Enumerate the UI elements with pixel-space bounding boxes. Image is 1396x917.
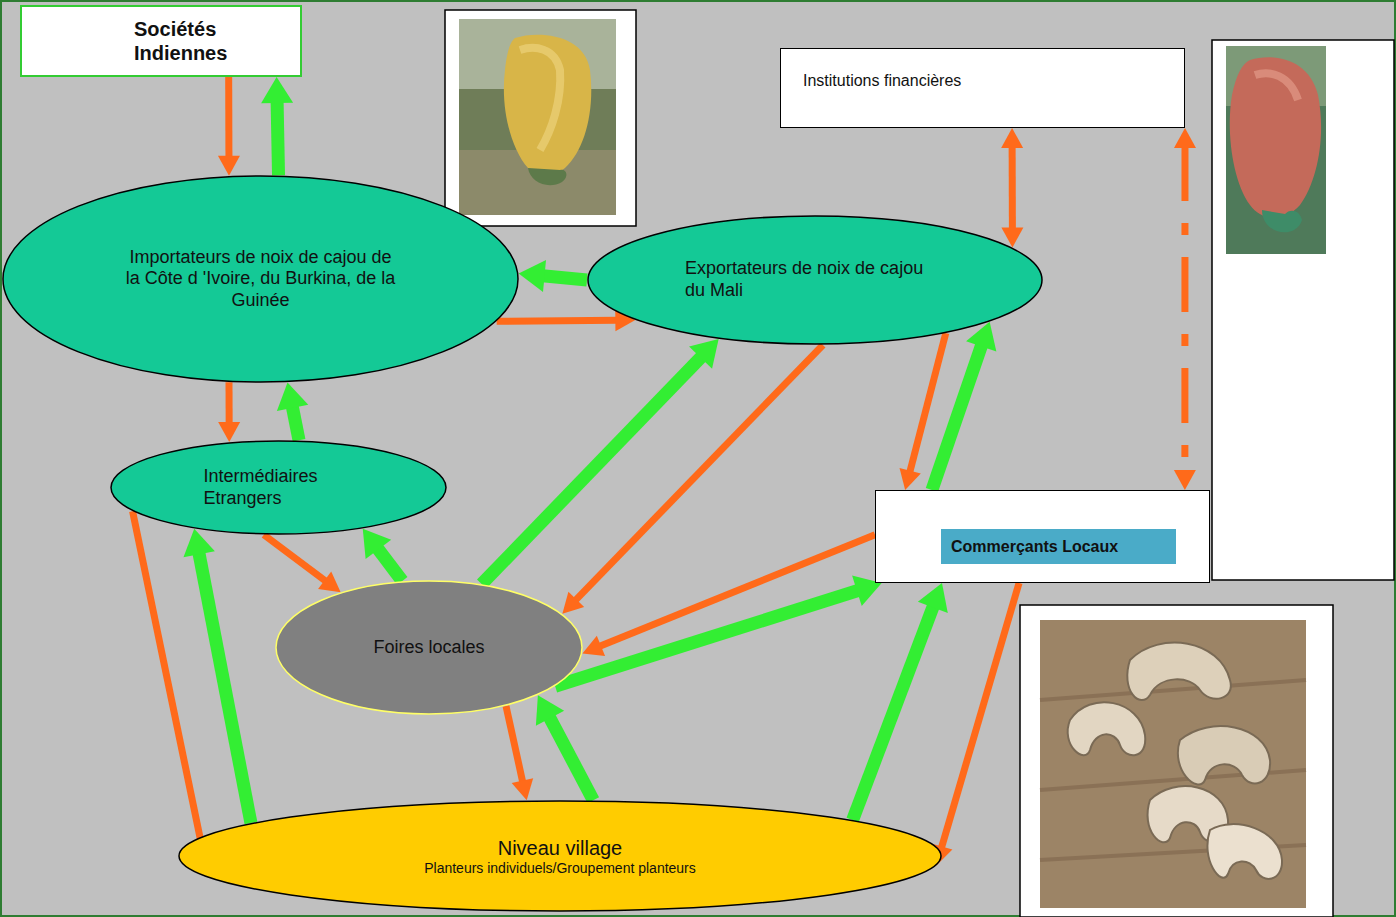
arrow-shaft [264, 535, 326, 582]
arrow-shaft [225, 77, 232, 158]
flow-arrow [932, 322, 996, 490]
arrow-shaft [575, 345, 823, 601]
arrow-shaft [277, 101, 278, 175]
flow-arrow [363, 529, 403, 581]
arrow-head [562, 592, 584, 614]
arrow-shaft [225, 382, 232, 424]
node-label: Importateurs de noix de cajou de la Côte… [126, 247, 396, 312]
node-content: Importateurs de noix de cajou de la Côte… [126, 247, 396, 312]
flow-arrow [218, 77, 240, 176]
arrow-head [1001, 128, 1023, 148]
node-label: Intermédiaires Etrangers [204, 466, 354, 509]
flow-arrow [931, 583, 1019, 866]
arrow-shaft [549, 716, 593, 800]
arrow-head [582, 636, 605, 656]
village-ellipse: Niveau villagePlanteurs individuels/Grou… [178, 800, 942, 912]
arrow-head [277, 382, 308, 411]
flow-arrow [497, 309, 636, 331]
arrow-shaft [555, 590, 859, 686]
node-label: Sociétés Indiennes [134, 17, 254, 65]
arrow-head [512, 778, 533, 800]
arrow-shaft [506, 706, 523, 783]
arrow-head [900, 468, 921, 490]
node-label: Commerçants Locaux [941, 529, 1176, 564]
node-content: Exportateurs de noix de cajou du Mali [685, 258, 945, 301]
arrow-shaft [497, 320, 618, 321]
node-label: Niveau village [424, 836, 696, 860]
flow-arrow [519, 260, 587, 292]
arrow-head [183, 529, 214, 558]
arrow-head [261, 77, 293, 103]
flow-arrow [506, 706, 533, 800]
node-label: Foires locales [373, 637, 484, 659]
arrow-shaft [941, 583, 1019, 848]
node-label: Exportateurs de noix de cajou du Mali [685, 258, 945, 301]
institution-box: Institutions financières [780, 48, 1185, 128]
flow-arrow [536, 695, 593, 800]
arrow-head [318, 571, 341, 592]
flow-arrow [853, 583, 948, 820]
flow-arrow [1174, 128, 1196, 490]
arrow-shaft [133, 511, 205, 860]
ellipse-outline [587, 215, 1043, 345]
flow-arrow [482, 339, 719, 584]
arrow-head [519, 260, 546, 292]
arrow-shaft [543, 276, 587, 280]
node-content: Intermédiaires Etrangers [204, 466, 354, 509]
arrow-head [918, 583, 948, 613]
node-content: Commerçants Locaux [876, 491, 1186, 572]
arrow-shaft [1181, 146, 1188, 472]
arrow-shaft [932, 344, 982, 490]
arrow-shaft [199, 552, 251, 823]
arrow-shaft [377, 548, 402, 581]
arrow-head [218, 156, 240, 176]
actor-ellipse: Intermédiaires Etrangers [110, 440, 447, 535]
arrow-shaft [1009, 146, 1016, 230]
market-ellipse: Foires locales [275, 580, 583, 715]
node-content: Sociétés Indiennes [22, 13, 264, 69]
arrow-shaft [853, 605, 934, 820]
flow-arrow [277, 382, 308, 440]
flow-arrow [183, 529, 251, 823]
arrow-head [689, 339, 719, 369]
arrow-shaft [482, 356, 702, 584]
flow-arrow [264, 535, 341, 592]
node-sublabel: Planteurs individuels/Groupement planteu… [424, 860, 696, 877]
company-box: Sociétés Indiennes [20, 5, 302, 77]
arrow-shaft [292, 406, 299, 440]
arrow-head [218, 422, 240, 442]
arrow-head [363, 529, 391, 559]
actor-ellipse: Exportateurs de noix de cajou du Mali [587, 215, 1043, 345]
node-content: Niveau villagePlanteurs individuels/Grou… [424, 836, 696, 877]
arrow-head [536, 695, 564, 725]
flow-arrow [555, 576, 882, 687]
node-label: Institutions financières [803, 71, 961, 90]
node-content: Foires locales [373, 637, 484, 659]
arrow-head [1174, 128, 1196, 148]
node-content: Institutions financières [781, 49, 971, 96]
arrow-head [1174, 470, 1196, 490]
flow-arrow [1001, 128, 1023, 248]
flow-arrow [261, 77, 293, 175]
actor-ellipse: Importateurs de noix de cajou de la Côte… [2, 175, 519, 383]
trader-box: Commerçants Locaux [875, 490, 1210, 583]
flow-arrow [218, 382, 240, 442]
